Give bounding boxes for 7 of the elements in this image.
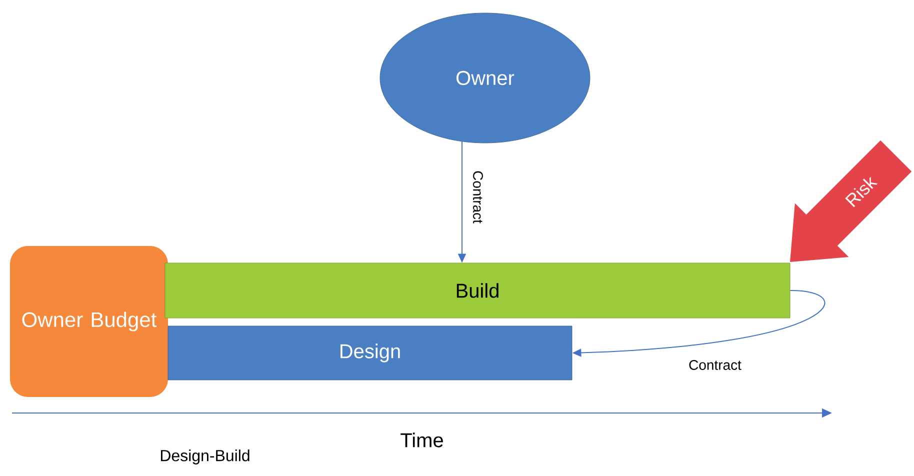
budget-box: Owner Budget [10,246,168,397]
edge-label: Contract [688,359,742,371]
edge-label: Contract [472,170,484,224]
design-bar: Design [168,326,572,380]
caption-text: Design-Build [160,450,250,464]
build-bar: Build [164,262,790,318]
axis-label: Time [400,432,443,448]
